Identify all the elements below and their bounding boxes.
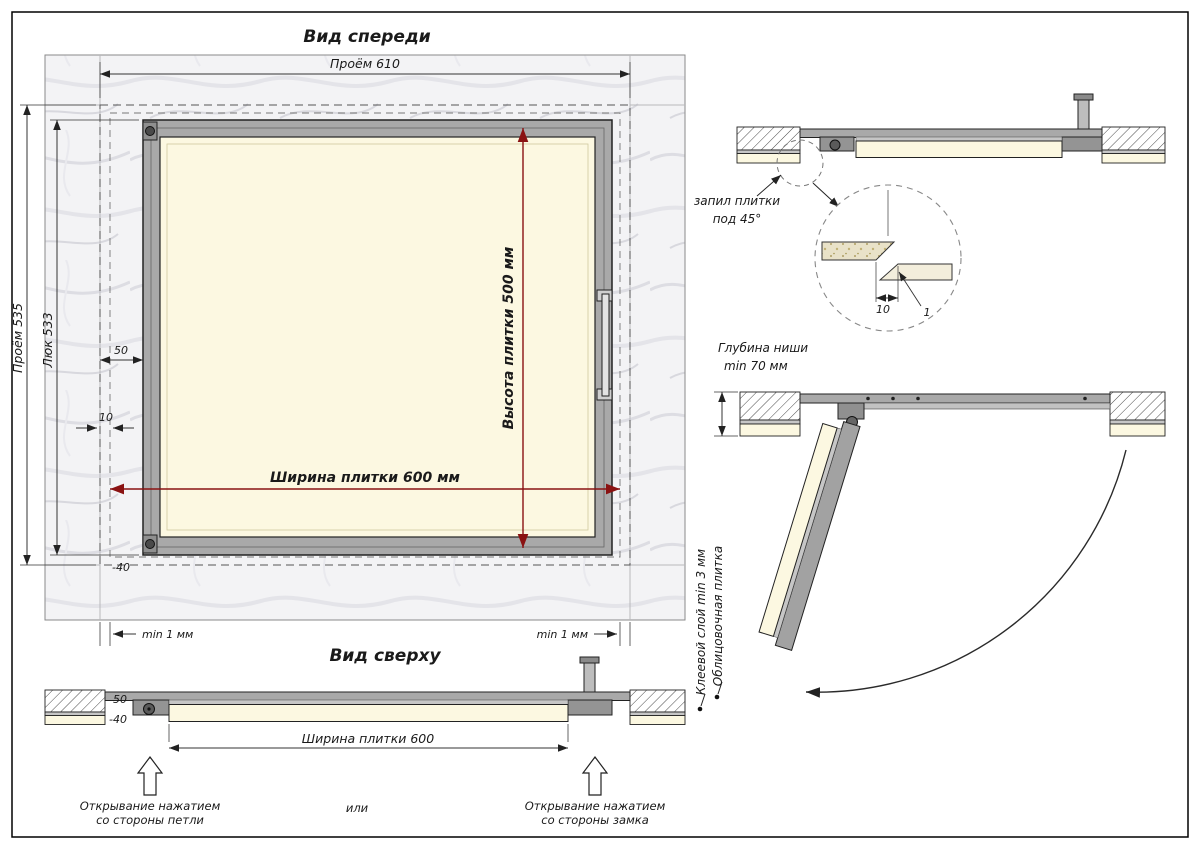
detail-dim-gap-label: 1	[924, 306, 931, 319]
section-wall-right	[1101, 126, 1166, 164]
door-tile	[758, 422, 838, 638]
dim-opening-height-label: Проём 535	[10, 303, 25, 373]
min-gap-left	[99, 622, 136, 646]
top-view-lock-icon	[567, 656, 613, 716]
open-section-view: Глубина ниши min 70 мм	[714, 341, 1166, 698]
front-view-title: Вид спереди	[303, 27, 430, 47]
open-lock-label-1: Открывание нажатием	[525, 799, 666, 813]
dim-tile-height-label: Высота плитки 500 мм	[501, 247, 517, 430]
hinge-bottom-icon	[142, 534, 158, 554]
open-lock-label-2: со стороны замка	[541, 813, 649, 827]
top-dim-width	[168, 724, 569, 752]
open-frame-plate	[799, 393, 1111, 404]
top-view-hinge-icon	[132, 699, 170, 716]
or-label: или	[346, 801, 369, 815]
detail-dim-offset-label: 10	[876, 303, 890, 316]
detail-gap-leader	[898, 271, 922, 307]
open-wall-right	[1109, 391, 1166, 437]
tile-cut-leader	[756, 174, 782, 197]
tile-cut-label-1: запил плитки	[694, 194, 780, 208]
lock-handle-icon	[596, 289, 613, 401]
open-wall-left	[739, 391, 801, 437]
dim-opening-width	[99, 62, 631, 98]
push-arrow-lock-icon	[581, 756, 609, 796]
tile-cut-label-2: под 45°	[713, 212, 762, 226]
top-view: Вид сверху 50 -40	[44, 646, 686, 827]
section-hinge-icon	[819, 136, 855, 152]
dim-tile-gap-label: 10	[99, 411, 113, 424]
top-dim-width-label: Ширина плитки 600	[302, 731, 434, 746]
dim-niche-depth	[714, 391, 738, 437]
dim-opening-height	[20, 104, 96, 566]
niche-depth-label-2: min 70 мм	[724, 359, 788, 373]
dim-opening-width-label: Проём 610	[330, 56, 400, 71]
top-view-title: Вид сверху	[329, 646, 441, 666]
detail-source-circle	[776, 139, 824, 187]
layer-callouts: Клеевой слой min 3 мм Облицовочная плитк…	[694, 546, 725, 712]
top-dim-bottom-offset: -40	[109, 713, 127, 726]
top-dim-frame-offset: 50	[113, 693, 127, 706]
section-adhesive-layer	[855, 136, 1063, 142]
min-gap-right-label: min 1 мм	[537, 628, 588, 641]
open-door	[758, 420, 861, 651]
top-view-wall-right	[629, 689, 686, 725]
open-frame-flange	[851, 402, 1111, 410]
closed-section-view: запил плитки под 45° 10 1	[694, 93, 1166, 332]
adhesive-callout-dot	[697, 706, 703, 712]
hatch-hidden-edge	[109, 112, 621, 558]
min-gap-right	[594, 622, 631, 646]
top-view-tile	[168, 704, 569, 722]
section-tile	[855, 140, 1063, 158]
min-gap-left-label: min 1 мм	[142, 628, 193, 641]
open-hinge-label-1: Открывание нажатием	[80, 799, 221, 813]
section-lock-icon	[1061, 93, 1103, 152]
facing-tile-callout-dot	[714, 694, 720, 700]
top-view-wall-left	[44, 689, 106, 725]
niche-depth-label-1: Глубина ниши	[718, 341, 808, 355]
detail-circle: 10 1	[814, 184, 962, 332]
swing-arc-arrow	[805, 449, 1127, 698]
top-view-adhesive-layer	[168, 699, 569, 705]
dim-hatch-height-label: Люк 533	[40, 312, 55, 368]
top-view-frame-plate	[104, 691, 631, 701]
dim-hatch-height	[50, 119, 139, 556]
facing-tile-callout-label: Облицовочная плитка	[711, 546, 725, 686]
hinge-top-icon	[142, 121, 158, 141]
push-arrow-hinge-icon	[136, 756, 164, 796]
adhesive-callout-label: Клеевой слой min 3 мм	[694, 549, 708, 695]
hatch-tile-inner-line	[166, 143, 589, 531]
dim-frame-offset-label: 50	[114, 344, 128, 357]
detail-zoom-arrow	[812, 182, 840, 208]
dim-bottom-offset-label: -40	[112, 561, 130, 574]
detail-wall-tile-45	[821, 241, 896, 261]
open-hinge-label-2: со стороны петли	[96, 813, 204, 827]
opening-hidden-edge	[99, 104, 631, 566]
section-frame-plate	[799, 128, 1103, 138]
section-wall-left	[736, 126, 801, 164]
dim-tile-width-label: Ширина плитки 600 мм	[270, 470, 460, 486]
front-view: Вид спереди	[10, 27, 686, 646]
